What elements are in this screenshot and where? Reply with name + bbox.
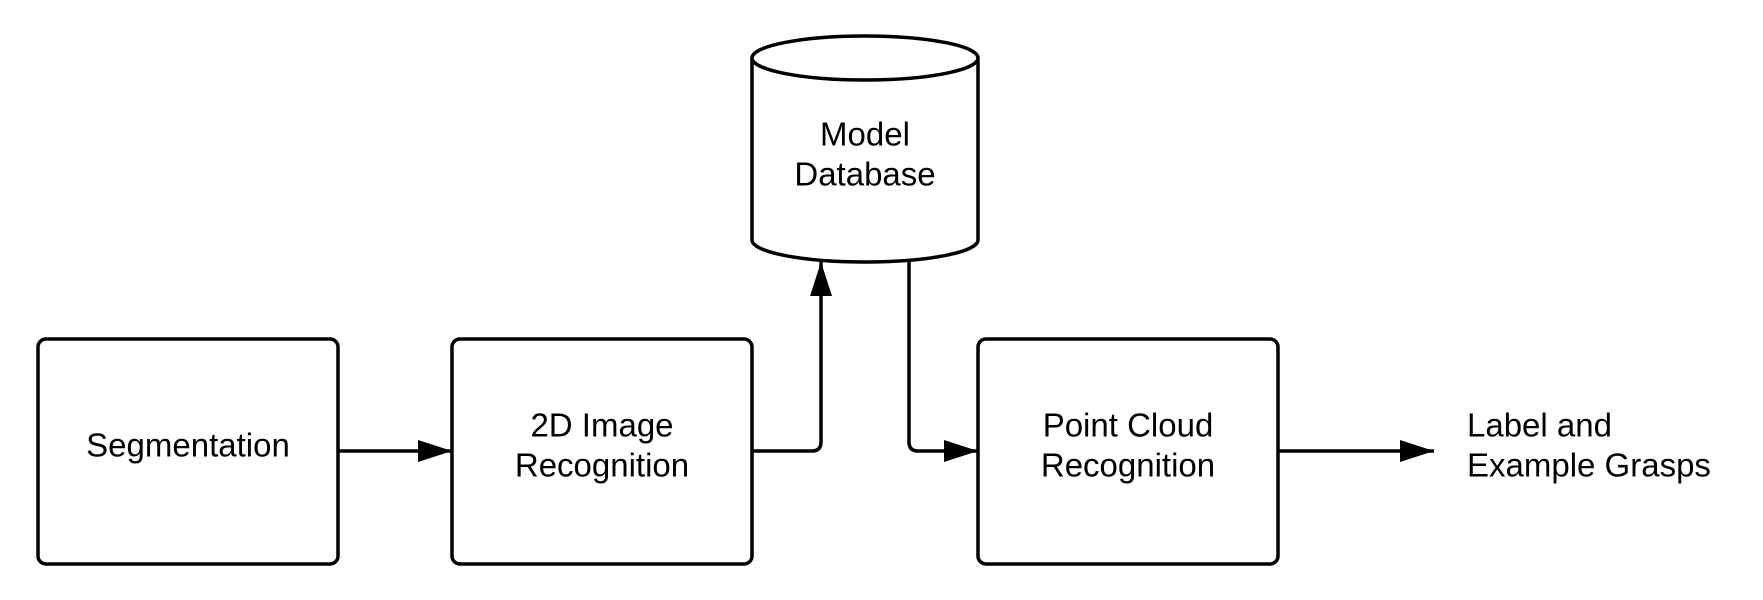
arrow-database-to-point-cloud-recognition <box>907 262 978 462</box>
model-database-label-line-1: Model <box>820 116 910 153</box>
model-database-label-line-2: Database <box>794 156 935 193</box>
output-node: Label and Example Grasps <box>1467 407 1711 484</box>
point-cloud-recognition-node: Point Cloud Recognition <box>976 337 1280 566</box>
model-database-cylinder-body <box>750 58 980 264</box>
image-recognition-node: 2D Image Recognition <box>450 337 754 566</box>
image-recognition-label-line-2: Recognition <box>515 447 689 484</box>
image-recognition-label-line-1: 2D Image <box>530 407 673 444</box>
point-cloud-recognition-label-line-2: Recognition <box>1041 447 1215 484</box>
segmentation-label: Segmentation <box>86 427 290 464</box>
model-database-node: Model Database <box>750 34 980 264</box>
arrow-image-recognition-to-database <box>752 262 832 453</box>
segmentation-node: Segmentation <box>36 337 340 566</box>
model-database-cylinder-top <box>750 34 980 82</box>
point-cloud-recognition-label-line-1: Point Cloud <box>1043 407 1214 444</box>
output-label-line-1: Label and <box>1467 407 1612 444</box>
output-label-line-2: Example Grasps <box>1467 447 1711 484</box>
